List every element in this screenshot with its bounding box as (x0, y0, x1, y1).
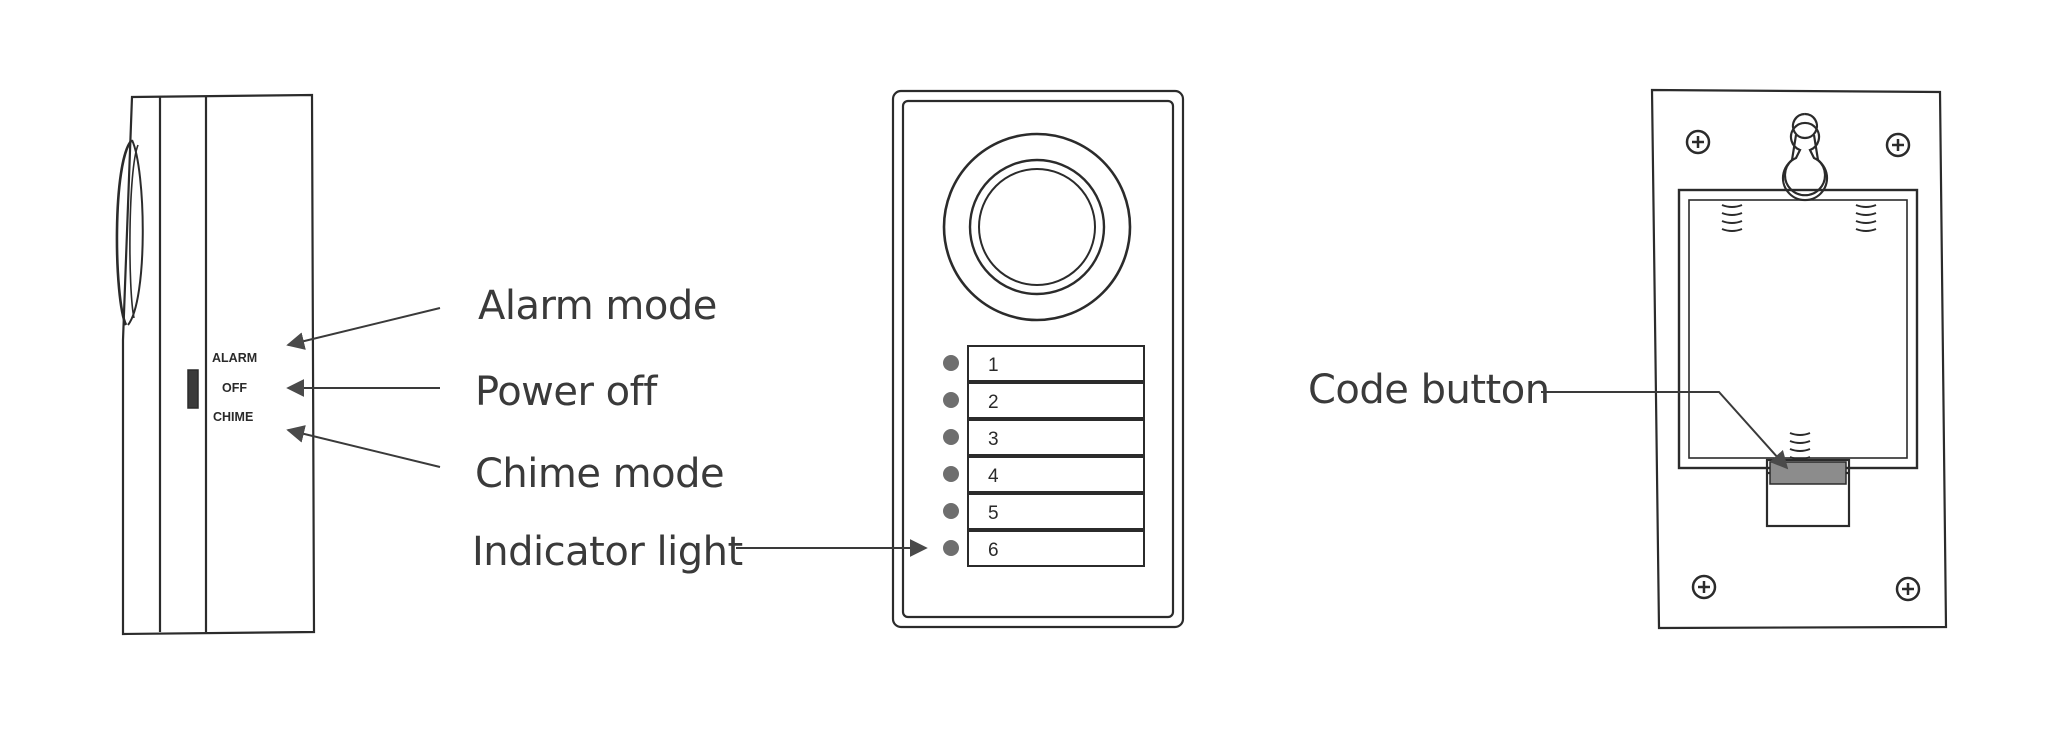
callout-code-button: Code button (1308, 367, 1550, 413)
slot-box-3 (967, 419, 1145, 456)
slot-row: 5 (943, 493, 1145, 530)
indicator-led-1 (943, 355, 959, 371)
slot-box-2 (967, 382, 1145, 419)
back-view-device (1650, 88, 1948, 630)
screw-icon (1691, 574, 1717, 600)
indicator-led-3 (943, 429, 959, 445)
slot-row: 2 (943, 382, 1145, 419)
side-view-leaders (286, 307, 441, 468)
slot-box-4 (967, 456, 1145, 493)
mode-switch-labels: ALARM OFF CHIME (212, 351, 257, 424)
switch-label-off: OFF (222, 381, 247, 395)
callout-indicator-light: Indicator light (472, 529, 743, 575)
indicator-slot-panel: 1 2 3 4 5 6 (943, 345, 1145, 567)
slot-label-6: 6 (988, 540, 999, 561)
callout-alarm-mode: Alarm mode (478, 283, 717, 329)
screw-icon (1885, 132, 1911, 158)
callout-power-off: Power off (475, 369, 657, 415)
slot-label-1: 1 (988, 355, 999, 376)
slot-row: 4 (943, 456, 1145, 493)
switch-label-alarm: ALARM (212, 351, 257, 365)
indicator-led-4 (943, 466, 959, 482)
switch-label-chime: CHIME (213, 410, 253, 424)
slot-label-3: 3 (988, 429, 999, 450)
alarm-leader-line (286, 307, 441, 350)
slot-label-5: 5 (988, 503, 999, 524)
code-button (1769, 461, 1847, 485)
side-view-device (115, 93, 316, 636)
mounting-screws (1685, 129, 1921, 602)
slot-label-2: 2 (988, 392, 999, 413)
slot-label-4: 4 (988, 466, 999, 487)
chime-leader-line (286, 425, 441, 468)
indicator-led-5 (943, 503, 959, 519)
slot-box-1 (967, 345, 1145, 382)
slot-box-6 (967, 530, 1145, 567)
slot-row: 6 (943, 530, 1145, 567)
screw-icon (1685, 129, 1711, 155)
screw-icon (1895, 576, 1921, 602)
indicator-led-6 (943, 540, 959, 556)
slot-row: 3 (943, 419, 1145, 456)
slot-row: 1 (943, 345, 1145, 382)
code-button-leader-line (1541, 391, 1789, 470)
callout-chime-mode: Chime mode (475, 451, 725, 497)
indicator-led-2 (943, 392, 959, 408)
battery-springs (1721, 204, 1877, 460)
slot-box-5 (967, 493, 1145, 530)
